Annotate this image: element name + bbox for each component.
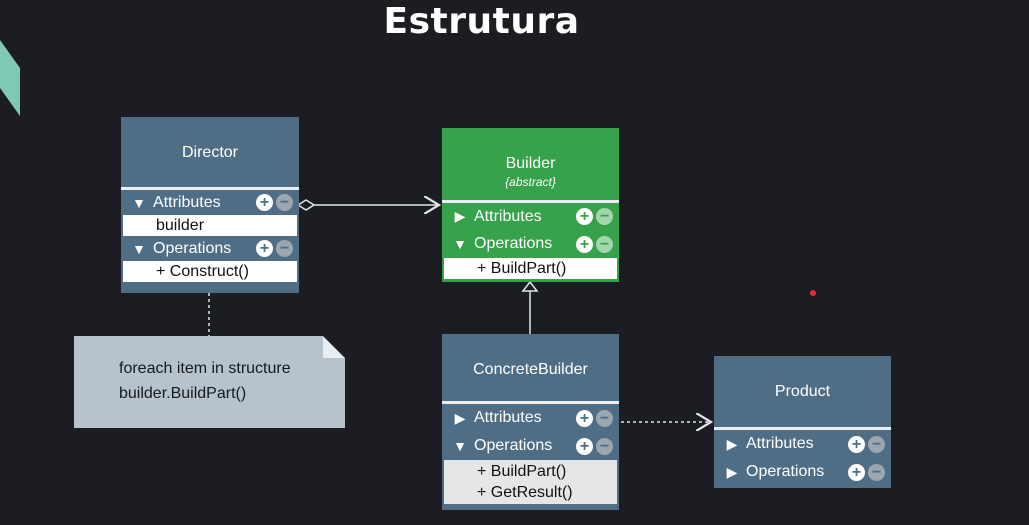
director-attribute-item[interactable]: builder (123, 215, 297, 236)
divider (714, 427, 891, 430)
note-line: foreach item in structure (119, 360, 291, 377)
folded-corner-icon (323, 336, 345, 358)
plus-circle-icon[interactable]: + (256, 194, 273, 211)
concrete-builder-name: ConcreteBuilder (473, 361, 588, 378)
operations-label: Operations (474, 235, 553, 252)
director-operations-row[interactable]: ▼ Operations + − (121, 236, 299, 261)
decorative-chevron-icon (0, 40, 20, 116)
divider (442, 401, 619, 404)
plus-circle-icon[interactable]: + (848, 463, 865, 481)
minus-circle-icon[interactable]: − (596, 409, 613, 427)
operations-label: Operations (746, 463, 825, 480)
builder-name: Builder (505, 155, 556, 172)
director-class[interactable]: Director ▼ Attributes + − builder ▼ Oper… (121, 117, 299, 293)
plus-circle-icon[interactable]: + (576, 208, 593, 225)
minus-circle-icon[interactable]: − (596, 235, 613, 253)
builder-attributes-row[interactable]: ▶ Attributes + − (442, 203, 619, 230)
triangle-right-icon[interactable]: ▶ (454, 409, 466, 426)
concrete-builder-class[interactable]: ConcreteBuilder ▶ Attributes + − ▼ Opera… (442, 334, 619, 510)
builder-operation-item[interactable]: + BuildPart() (444, 258, 617, 279)
note-line: builder.BuildPart() (119, 385, 247, 402)
triangle-down-icon[interactable]: ▼ (132, 240, 146, 257)
operations-label: Operations (153, 239, 232, 257)
concrete-builder-operation-item[interactable]: + BuildPart() (444, 460, 617, 482)
triangle-right-icon[interactable]: ▶ (726, 435, 738, 452)
triangle-right-icon[interactable]: ▶ (726, 463, 738, 480)
triangle-down-icon[interactable]: ▼ (132, 194, 146, 211)
concrete-builder-operations-row[interactable]: ▼ Operations + − (442, 432, 619, 460)
triangle-down-icon[interactable]: ▼ (453, 236, 467, 252)
minus-circle-icon[interactable]: − (868, 463, 885, 481)
minus-circle-icon[interactable]: − (276, 240, 293, 257)
director-operation-item[interactable]: + Construct() (123, 261, 297, 282)
minus-circle-icon[interactable]: − (276, 194, 293, 211)
attributes-label: Attributes (153, 193, 221, 211)
aggregation-diamond (296, 199, 316, 211)
pointer-dot (810, 290, 816, 296)
divider (442, 200, 619, 203)
concrete-builder-operation-item[interactable]: + GetResult() (444, 482, 617, 504)
attributes-label: Attributes (474, 207, 542, 225)
divider (121, 187, 299, 190)
note[interactable]: foreach item in structure builder.BuildP… (74, 336, 345, 428)
inheritance-arrowhead (521, 280, 539, 292)
plus-circle-icon[interactable]: + (256, 240, 273, 257)
plus-circle-icon[interactable]: + (848, 435, 865, 453)
operations-label: Operations (474, 437, 553, 454)
product-name: Product (774, 383, 831, 400)
director-name: Director (181, 144, 238, 161)
plus-circle-icon[interactable]: + (576, 409, 593, 427)
attributes-label: Attributes (474, 409, 542, 426)
minus-circle-icon[interactable]: − (596, 437, 613, 455)
product-class[interactable]: Product ▶ Attributes + − ▶ Operations + … (714, 356, 891, 488)
product-operations-row[interactable]: ▶ Operations + − (714, 458, 891, 486)
plus-circle-icon[interactable]: + (576, 437, 593, 455)
builder-class[interactable]: Builder {abstract} ▶ Attributes + − ▼ Op… (442, 128, 619, 282)
builder-operations-row[interactable]: ▼ Operations + − (442, 230, 619, 258)
plus-circle-icon[interactable]: + (576, 235, 593, 253)
triangle-down-icon[interactable]: ▼ (453, 438, 467, 454)
director-attributes-row[interactable]: ▼ Attributes + − (121, 190, 299, 215)
concrete-builder-attributes-row[interactable]: ▶ Attributes + − (442, 404, 619, 432)
product-attributes-row[interactable]: ▶ Attributes + − (714, 430, 891, 458)
page-title: Estrutura (383, 1, 580, 42)
triangle-right-icon[interactable]: ▶ (454, 208, 466, 224)
builder-stereotype: {abstract} (505, 175, 556, 189)
minus-circle-icon[interactable]: − (868, 435, 885, 453)
minus-circle-icon[interactable]: − (596, 208, 613, 225)
attributes-label: Attributes (746, 435, 814, 452)
